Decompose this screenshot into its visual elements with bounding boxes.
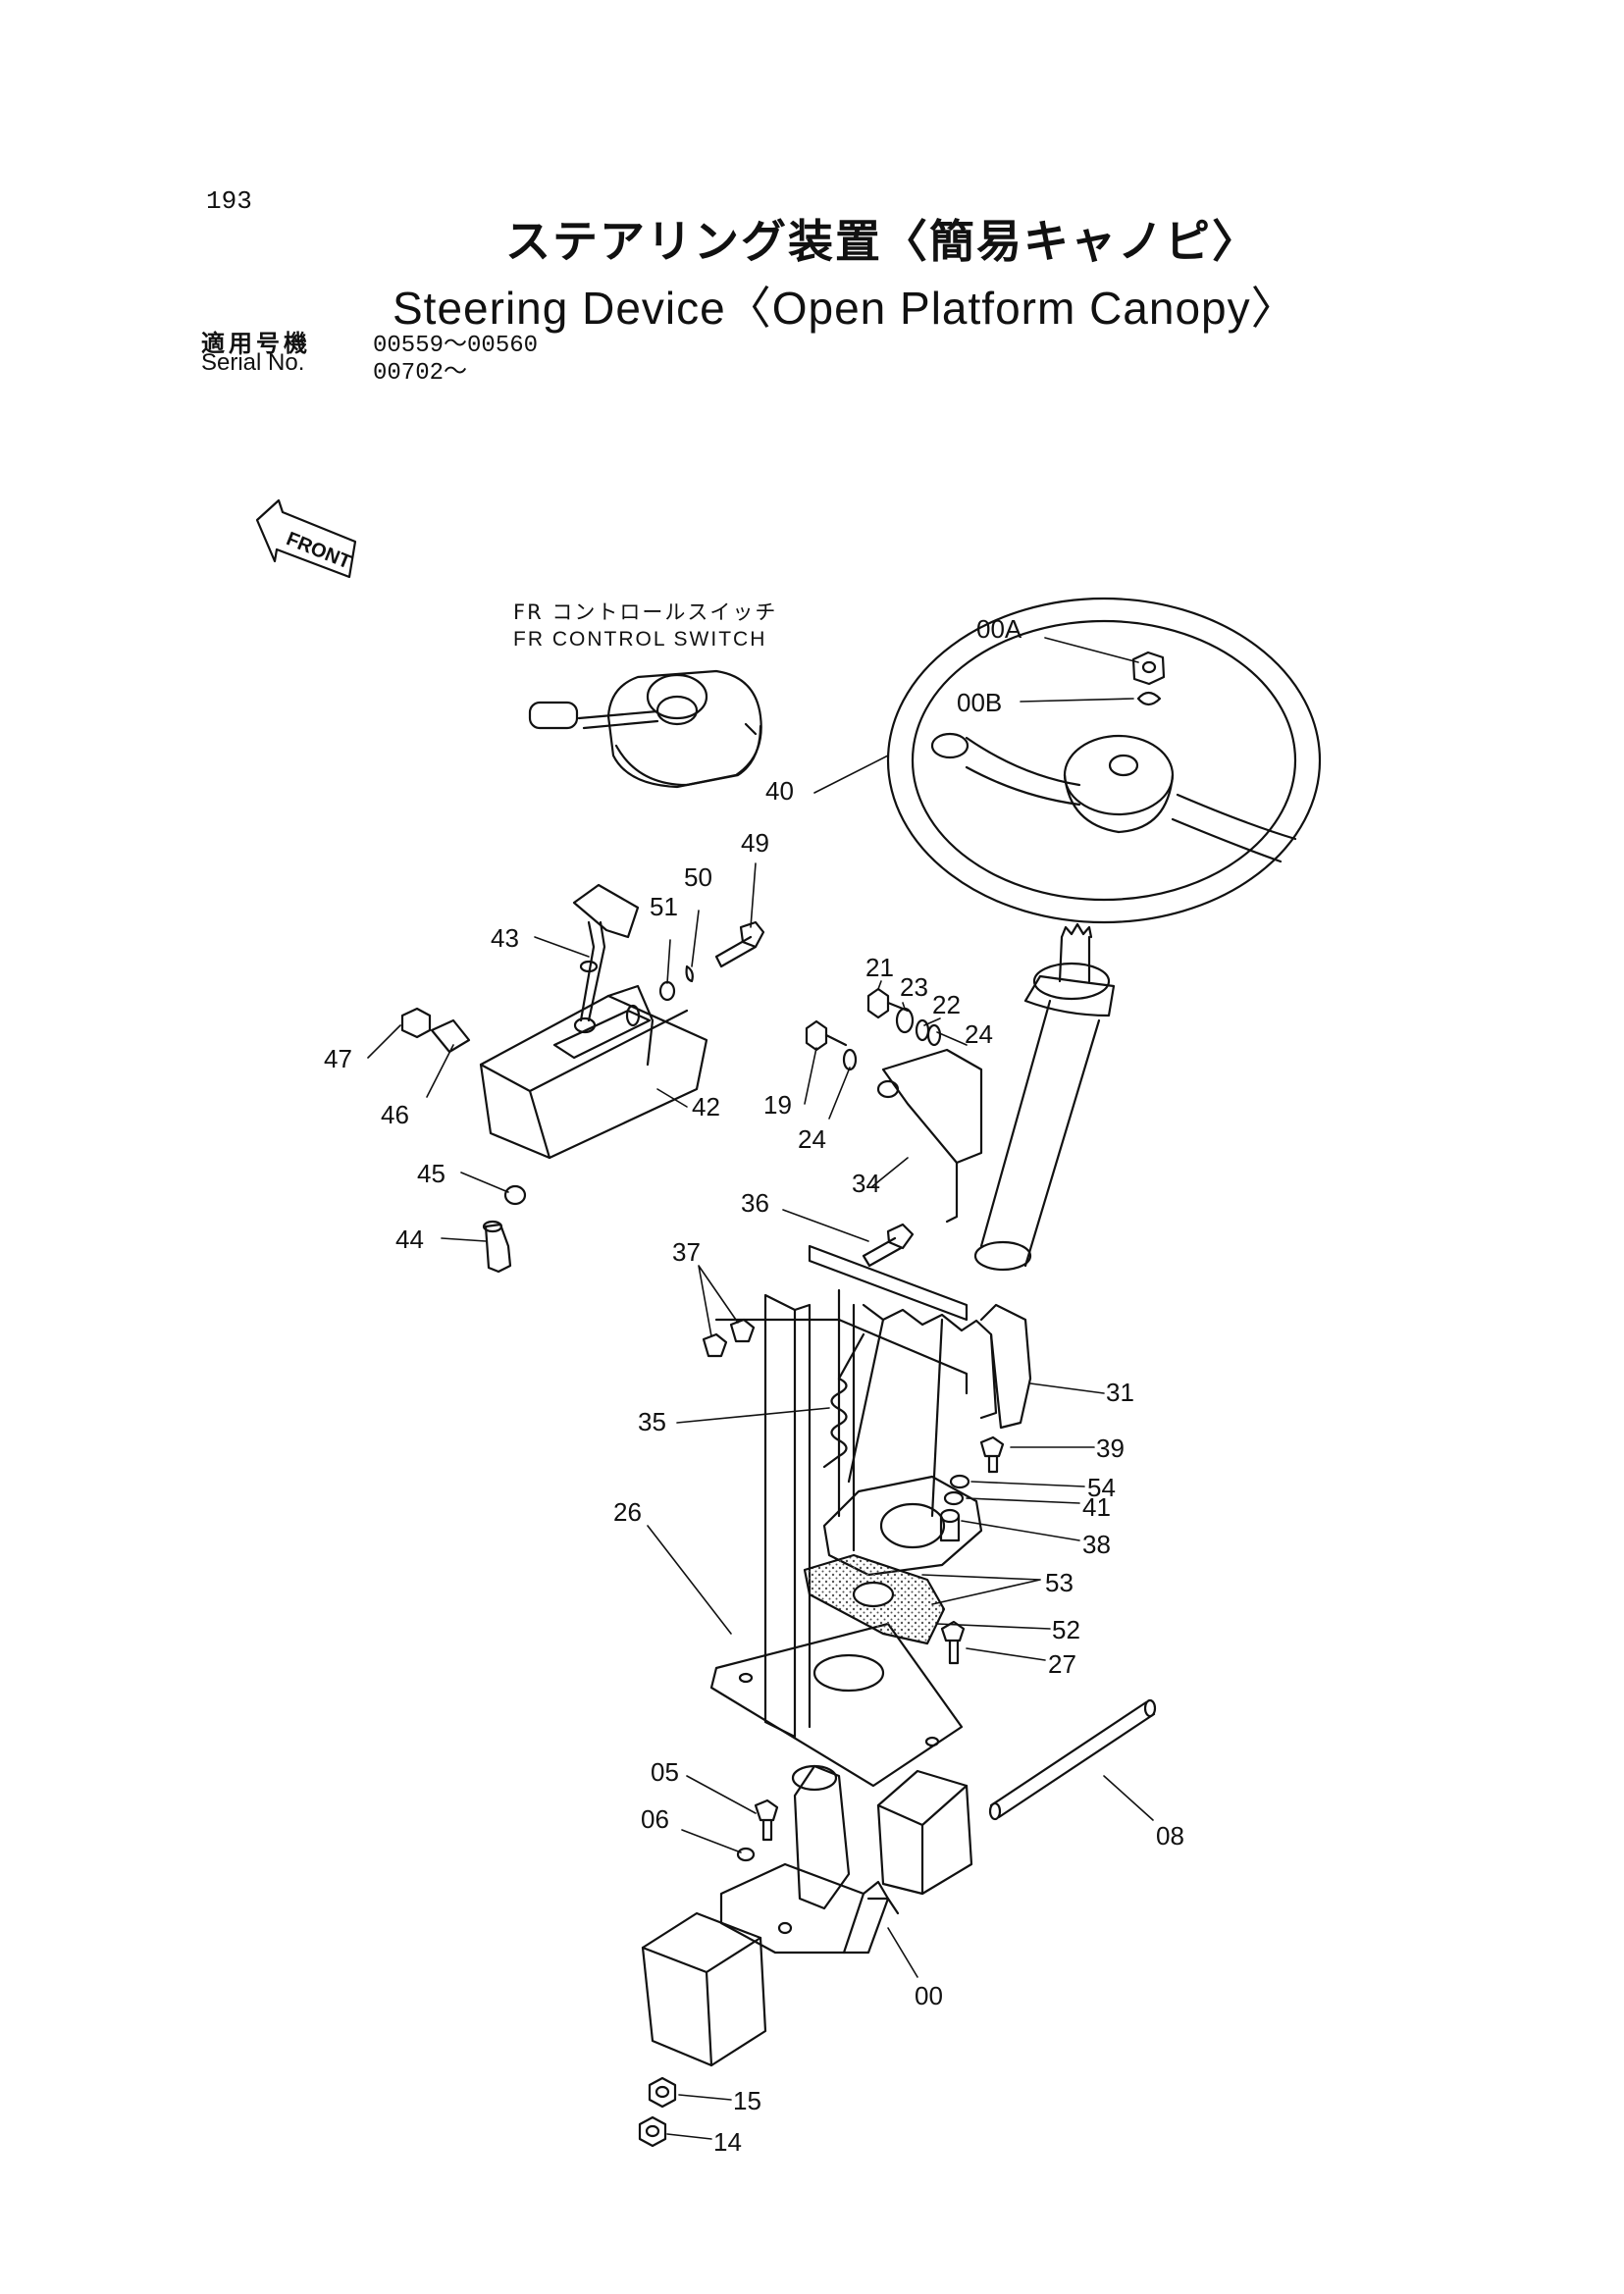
callout-21: 21 [865, 953, 894, 982]
callout-26: 26 [613, 1497, 642, 1527]
pedal-frame-26 [709, 1244, 969, 1788]
lever-box-42 [479, 984, 708, 1160]
callout-06: 06 [641, 1804, 669, 1834]
serial-label-japanese: 適用号機 [201, 330, 311, 357]
callout-27: 27 [1048, 1649, 1076, 1679]
washer-22 [915, 1018, 930, 1042]
spring-35 [822, 1332, 865, 1469]
callout-34: 34 [852, 1169, 880, 1198]
leader-lines [367, 637, 1154, 2140]
front-arrow-icon: FRONT [255, 498, 357, 579]
knob-44 [482, 1220, 512, 1274]
callout-42: 42 [692, 1092, 720, 1121]
callout-43: 43 [491, 923, 519, 953]
fr-control-switch-label-japanese: FR コントロールスイッチ [513, 600, 778, 624]
callout-47: 47 [324, 1044, 352, 1073]
callout-labels: 00A 00B 40 49 50 51 43 47 46 42 45 44 21… [324, 614, 1184, 2157]
callout-22: 22 [932, 990, 961, 1019]
nut-00a [1131, 651, 1166, 686]
callout-50: 50 [684, 862, 712, 892]
callout-51: 51 [650, 892, 678, 921]
callout-49: 49 [741, 828, 769, 858]
rubber-pad-52 [803, 1553, 946, 1645]
nut-37 [702, 1318, 756, 1358]
fr-control-switch [528, 669, 762, 789]
callout-00: 00 [915, 1981, 943, 2010]
washer-41 [943, 1490, 965, 1506]
counterweight-lower [641, 1911, 767, 2067]
counterweight-upper [876, 1769, 973, 1896]
bolt-49 [714, 920, 765, 968]
bolt-05 [754, 1799, 779, 1842]
washer-00b [1136, 691, 1162, 706]
callout-15: 15 [733, 2086, 761, 2115]
grommet-45 [503, 1184, 527, 1206]
callout-40: 40 [765, 776, 794, 806]
callout-54: 54 [1087, 1473, 1116, 1502]
callout-53: 53 [1045, 1568, 1074, 1597]
callout-00b: 00B [957, 688, 1002, 717]
bolt-27 [940, 1620, 966, 1665]
steering-wheel [886, 597, 1322, 924]
shaft-08 [988, 1698, 1157, 1821]
callout-37: 37 [672, 1237, 701, 1267]
callout-35: 35 [638, 1407, 666, 1436]
callout-00a: 00A [976, 614, 1022, 644]
callout-38: 38 [1082, 1530, 1111, 1559]
washer-54 [949, 1474, 970, 1489]
callout-52: 52 [1052, 1615, 1080, 1644]
serial-range-2: 00702～ [373, 360, 468, 387]
washer-06 [736, 1847, 756, 1862]
callout-39: 39 [1096, 1434, 1125, 1463]
callout-08: 08 [1156, 1821, 1184, 1851]
steering-column [973, 922, 1116, 1272]
washer-24 [842, 1023, 942, 1071]
bracket-34 [876, 1048, 983, 1224]
callout-05: 05 [651, 1757, 679, 1787]
callout-24a: 24 [965, 1019, 993, 1049]
bolt-14 [638, 2115, 667, 2148]
callout-24b: 24 [798, 1124, 826, 1154]
fr-control-switch-label-english: FR CONTROL SWITCH [513, 628, 767, 651]
serial-range-1: 00559～00560 [373, 333, 539, 359]
serial-label-english: Serial No. [201, 349, 305, 376]
bolt-39 [979, 1435, 1005, 1474]
callout-14: 14 [713, 2127, 742, 2157]
callout-36: 36 [741, 1188, 769, 1218]
callout-45: 45 [417, 1159, 445, 1188]
callout-31: 31 [1106, 1378, 1134, 1407]
title-english: Steering Device〈Open Platform Canopy〉 [393, 283, 1297, 334]
stud-46 [430, 1018, 471, 1054]
page-number: 193 [206, 186, 252, 216]
brake-pedal-31 [847, 1303, 1032, 1518]
snap-ring-50 [685, 965, 694, 983]
bracket-00 [719, 1862, 900, 1955]
washer-51 [658, 980, 676, 1002]
lock-washer-23 [895, 1007, 915, 1034]
callout-44: 44 [395, 1225, 424, 1254]
steering-arm [791, 1764, 851, 1910]
bolt-36 [862, 1223, 915, 1268]
title-japanese: ステアリング装置〈簡易キャノピ〉 [505, 215, 1259, 268]
nut-15 [648, 2076, 677, 2109]
callout-23: 23 [900, 972, 928, 1002]
callout-46: 46 [381, 1100, 409, 1129]
bolt-19 [805, 1019, 848, 1052]
nut-47 [400, 1007, 432, 1039]
callout-19: 19 [763, 1090, 792, 1120]
callout-41: 41 [1082, 1492, 1111, 1522]
stopper-38 [939, 1508, 961, 1542]
